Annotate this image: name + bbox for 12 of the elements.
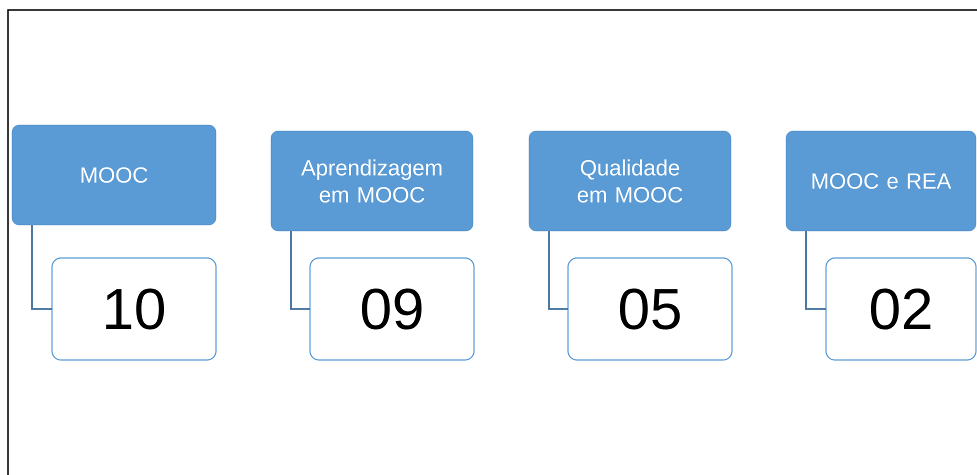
- count-box: 05: [567, 257, 733, 361]
- connector-line: [548, 231, 568, 310]
- category-box: Aprendizagem em MOOC: [270, 130, 474, 232]
- connector-line: [290, 231, 310, 310]
- category-box: MOOC e REA: [786, 130, 976, 232]
- count-box: 09: [309, 257, 475, 361]
- connector-line: [805, 231, 826, 310]
- category-box: Qualidade em MOOC: [528, 130, 732, 232]
- count-box: 10: [51, 257, 217, 361]
- count-box: 02: [825, 257, 977, 361]
- connector-line: [31, 225, 52, 310]
- category-box: MOOC: [12, 124, 216, 226]
